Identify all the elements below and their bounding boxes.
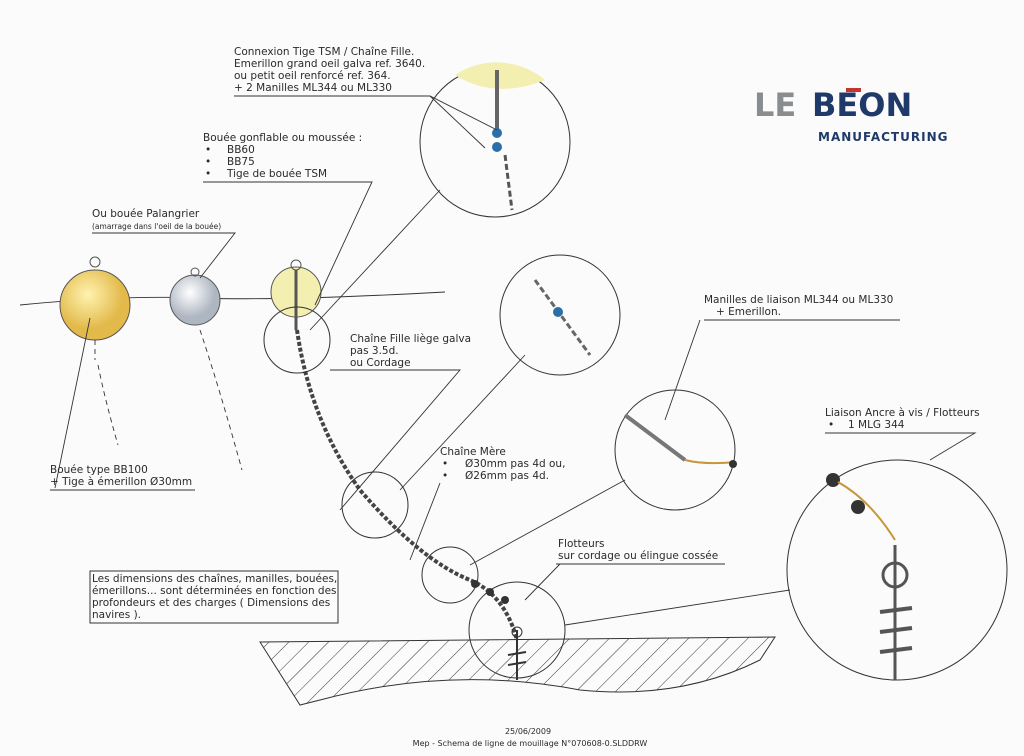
- svg-text:BEON: BEON: [812, 86, 912, 124]
- label-liaison: Liaison Ancre à vis / Flotteurs • 1 MLG 3…: [825, 407, 980, 431]
- svg-text:Manilles de liaison ML344 ou M: Manilles de liaison ML344 ou ML330: [704, 294, 893, 306]
- footer-caption: Mep - Schema de ligne de mouillage N°070…: [413, 739, 648, 748]
- svg-text:•: •: [205, 168, 211, 180]
- screw-anchor-icon: [507, 626, 527, 680]
- svg-text:pas 3.5d.: pas 3.5d.: [350, 345, 399, 357]
- svg-text:Les dimensions des chaînes, ma: Les dimensions des chaînes, manilles, bo…: [92, 573, 337, 585]
- buoy-bb100: [59, 256, 131, 446]
- detail-emerillon: [614, 389, 737, 511]
- svg-text:Bouée type BB100: Bouée type BB100: [50, 464, 148, 476]
- svg-text:ou Cordage: ou Cordage: [350, 357, 411, 369]
- zoom-marker-buoy: [263, 306, 331, 374]
- svg-text:Connexion Tige TSM / Chaîne Fi: Connexion Tige TSM / Chaîne Fille.: [234, 46, 414, 58]
- svg-text:BB60: BB60: [227, 144, 255, 156]
- svg-text:•: •: [205, 156, 211, 168]
- label-chaine-fille: Chaîne Fille liège galva pas 3.5d. ou Co…: [350, 333, 471, 369]
- svg-text:Liaison Ancre à vis / Flotteur: Liaison Ancre à vis / Flotteurs: [825, 407, 980, 419]
- label-bouee-gonflable: Bouée gonflable ou moussée : • BB60 • BB75…: [203, 132, 362, 180]
- detail-manilles: [499, 254, 621, 376]
- svg-text:MANUFACTURING: MANUFACTURING: [818, 130, 948, 144]
- svg-text:LE: LE: [754, 86, 796, 124]
- svg-text:Ø26mm pas 4d.: Ø26mm pas 4d.: [465, 470, 549, 482]
- svg-text:Chaîne Fille liège galva: Chaîne Fille liège galva: [350, 333, 471, 345]
- svg-text:+ 2 Manilles ML344 ou ML330: + 2 Manilles ML344 ou ML330: [234, 82, 392, 94]
- svg-text:(amarrage dans l'oeil de la bo: (amarrage dans l'oeil de la bouée): [92, 222, 221, 231]
- zoom-marker-chain: [341, 471, 409, 539]
- svg-text:•: •: [442, 470, 448, 482]
- label-flotteurs: Flotteurs sur cordage ou élingue cossée: [558, 538, 718, 562]
- leader-lines: [50, 95, 977, 626]
- note-box: Les dimensions des chaînes, manilles, bo…: [89, 570, 339, 624]
- svg-text:Ou bouée Palangrier: Ou bouée Palangrier: [92, 208, 200, 220]
- svg-text:sur cordage ou élingue cossée: sur cordage ou élingue cossée: [558, 550, 718, 562]
- label-chaine-mere: Chaîne Mère • Ø30mm pas 4d ou, • Ø26mm pas…: [440, 446, 565, 482]
- svg-text:Tige de bouée TSM: Tige de bouée TSM: [226, 168, 327, 180]
- label-bb100: Bouée type BB100 + Tige à émerillon Ø30m…: [50, 464, 192, 488]
- detail-connexion: [419, 62, 571, 218]
- svg-text:+ Emerillon.: + Emerillon.: [716, 306, 781, 318]
- svg-text:•: •: [442, 458, 448, 470]
- svg-text:profondeurs et des charges ( D: profondeurs et des charges ( Dimensions …: [92, 597, 330, 609]
- svg-text:Flotteurs: Flotteurs: [558, 538, 605, 550]
- svg-text:Chaîne Mère: Chaîne Mère: [440, 446, 506, 458]
- svg-text:ou petit oeil renforcé ref. 36: ou petit oeil renforcé ref. 364.: [234, 70, 391, 82]
- svg-text:émerillons... sont déterminées: émerillons... sont déterminées en foncti…: [92, 585, 337, 597]
- svg-text:•: •: [828, 419, 834, 431]
- footer-date: 25/06/2009: [505, 727, 551, 736]
- zoom-marker-shackle: [421, 546, 479, 604]
- zoom-marker-anchor: [468, 581, 566, 679]
- label-palangrier: Ou bouée Palangrier (amarrage dans l'oei…: [92, 208, 221, 231]
- detail-anchor-floats: [786, 459, 1008, 681]
- svg-text:BB75: BB75: [227, 156, 255, 168]
- mooring-chain: [295, 329, 519, 641]
- svg-text:•: •: [205, 144, 211, 156]
- svg-text:+ Tige à émerillon Ø30mm: + Tige à émerillon Ø30mm: [50, 476, 192, 488]
- label-manilles: Manilles de liaison ML344 ou ML330 + Eme…: [704, 294, 893, 318]
- label-connexion: Connexion Tige TSM / Chaîne Fille. Emeri…: [234, 46, 425, 94]
- floats: [471, 580, 509, 604]
- svg-text:navires ).: navires ).: [92, 609, 141, 621]
- lebeon-logo: LE BEON MANUFACTURING: [754, 86, 948, 144]
- svg-text:1 MLG 344: 1 MLG 344: [848, 419, 905, 431]
- buoy-palangrier: [169, 267, 243, 471]
- svg-text:Bouée gonflable ou moussée :: Bouée gonflable ou moussée :: [203, 132, 362, 144]
- svg-text:Ø30mm pas 4d ou,: Ø30mm pas 4d ou,: [465, 458, 565, 470]
- buoy-bb60-tsm: [270, 259, 322, 330]
- svg-text:Emerillon grand oeil galva ref: Emerillon grand oeil galva ref. 3640.: [234, 58, 425, 70]
